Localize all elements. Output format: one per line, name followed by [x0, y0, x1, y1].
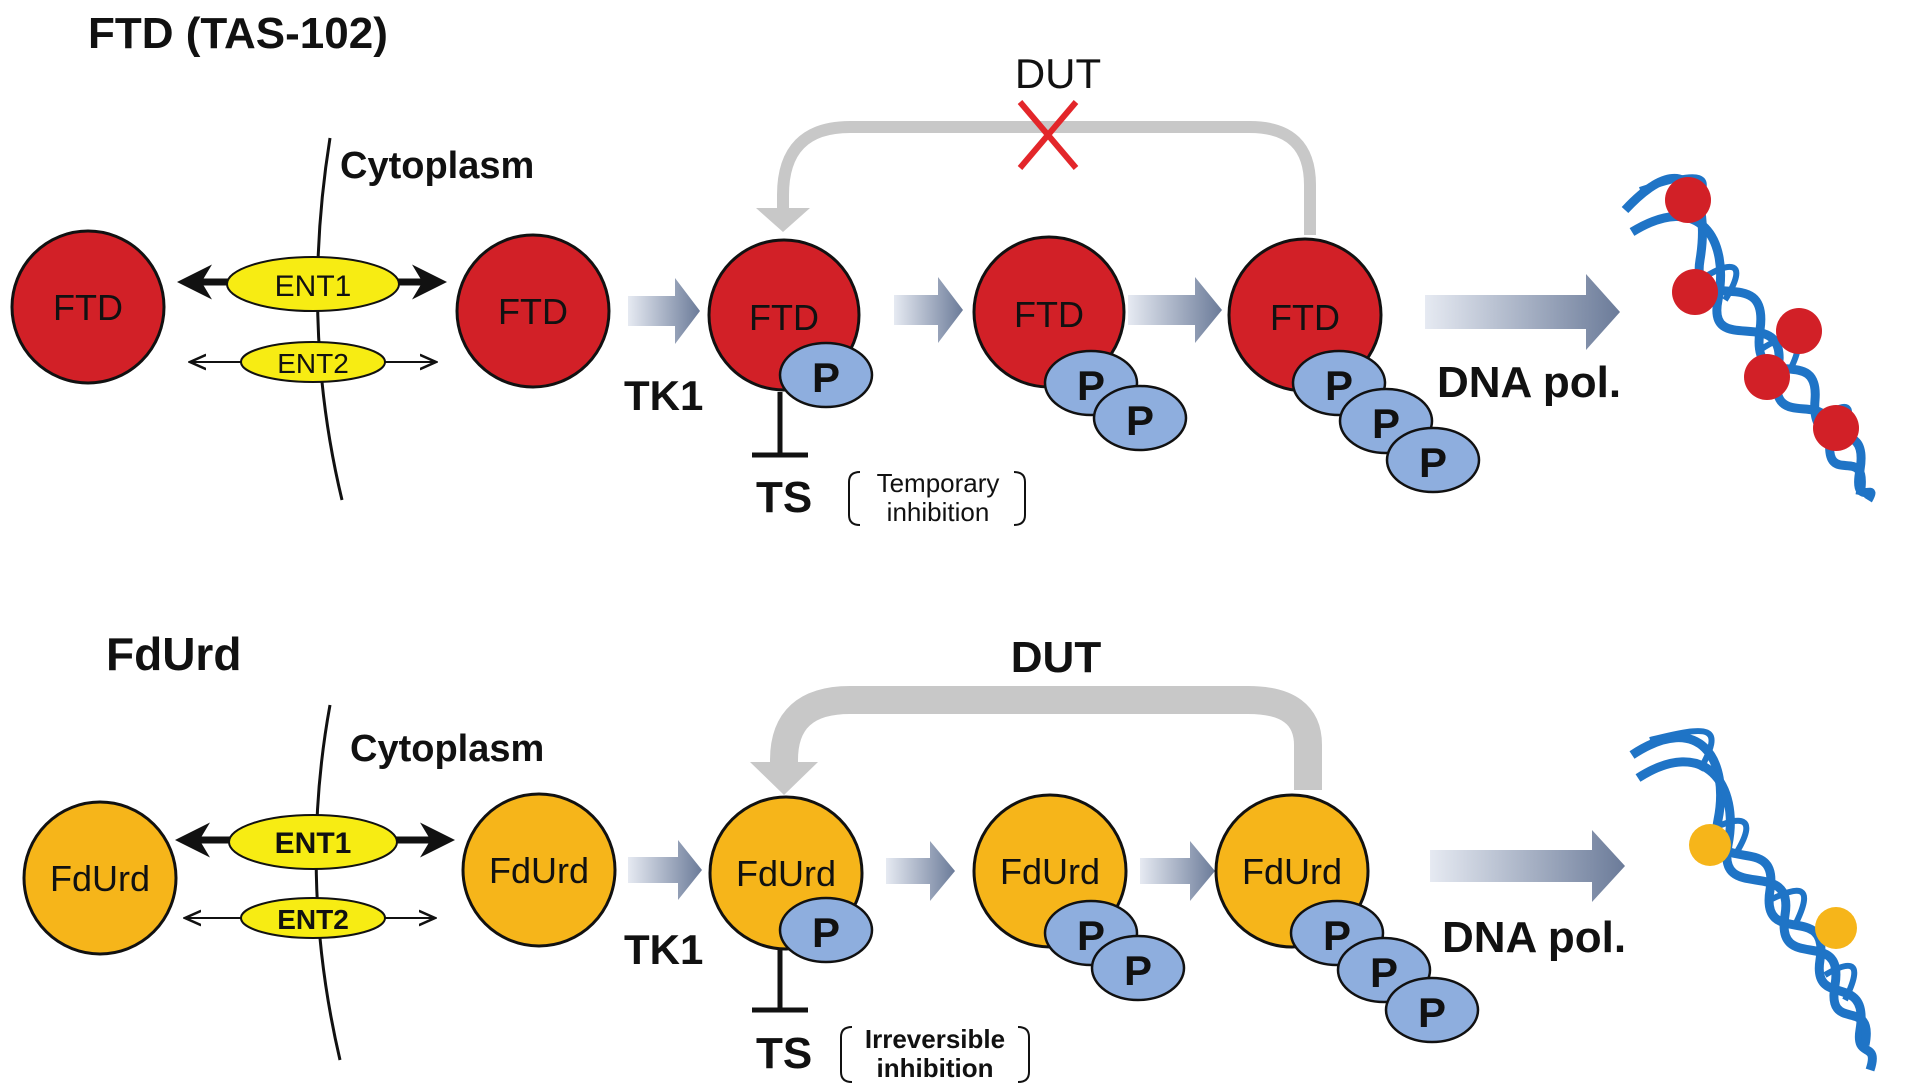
dut-feedback-arrowhead: [756, 208, 810, 232]
ts-note-line2: inhibition: [887, 497, 990, 527]
incorporated-ftd-mark: [1813, 405, 1859, 451]
phosphate-group: [1384, 976, 1480, 1044]
ent2-label: ENT2: [277, 348, 349, 379]
arrow-uptake-to-tk1: [628, 278, 700, 344]
fdurd-extracellular: [22, 800, 178, 956]
panel-fdurd: FdUrd DUT Cytoplasm FdUrd ENT1 ENT2 FdUr…: [22, 628, 1877, 1083]
panel-title: FTD (TAS-102): [88, 9, 388, 58]
dna-helix: [1629, 728, 1877, 1072]
dna-helix: [1621, 174, 1876, 503]
incorporated-ftd-mark: [1672, 269, 1718, 315]
compound-label: FdUrd: [50, 858, 150, 899]
ent1-label: ENT1: [275, 827, 352, 860]
panel-ftd: FTD (TAS-102) DUT Cytoplasm FTD ENT1 ENT…: [10, 9, 1876, 527]
ent1-transporter: [226, 256, 400, 312]
compound-label: FdUrd: [489, 850, 589, 891]
arrow-uptake-to-tk1: [628, 840, 702, 900]
arrow-dp-to-tp: [1128, 277, 1222, 343]
ent1-label: ENT1: [275, 270, 352, 303]
incorporated-ftd-mark: [1665, 177, 1711, 223]
compound-label: FdUrd: [1242, 851, 1342, 892]
compound-label: FdUrd: [1000, 851, 1100, 892]
phosphate-label: P: [1124, 947, 1152, 994]
dut-label: DUT: [1011, 633, 1102, 682]
dut-feedback-arrow: [777, 121, 1316, 235]
phosphate-group: [1385, 426, 1481, 494]
arrow-dna-incorporation: [1425, 274, 1620, 350]
dut-label: DUT: [1015, 50, 1101, 97]
incorporated-fdurd-mark: [1815, 907, 1857, 949]
arrow-dna-incorporation: [1430, 830, 1625, 902]
cytoplasm-label: Cytoplasm: [340, 145, 534, 187]
phosphate-label: P: [812, 354, 840, 401]
dut-feedback-arrowhead: [750, 762, 818, 795]
ts-note-line1: Irreversible: [865, 1024, 1005, 1054]
ent2-transporter: [240, 341, 386, 383]
bracket-right: [1013, 471, 1026, 526]
phosphate-label: P: [812, 909, 840, 956]
ftd-intracellular: [455, 233, 611, 389]
kinase-label: TK1: [624, 372, 703, 419]
incorporated-ftd-mark: [1744, 354, 1790, 400]
ftd-extracellular: [10, 229, 166, 385]
cell-membrane: [316, 137, 344, 501]
ent1-transporter: [228, 814, 398, 870]
ent2-transporter: [240, 897, 386, 939]
polymerase-label: DNA pol.: [1442, 913, 1626, 962]
phosphate-group: [778, 896, 874, 964]
arrow-mp-to-dp: [894, 277, 963, 343]
compound-label: FTD: [53, 287, 123, 328]
ts-label: TS: [756, 1029, 812, 1078]
ts-note-line2: inhibition: [877, 1053, 994, 1083]
phosphate-label: P: [1418, 989, 1446, 1036]
phosphate-label: P: [1126, 397, 1154, 444]
bracket-left: [840, 1026, 853, 1083]
arrow-mp-to-dp: [886, 841, 955, 901]
compound-label: FdUrd: [736, 853, 836, 894]
phosphate-label: P: [1419, 439, 1447, 486]
incorporated-fdurd-mark: [1689, 824, 1731, 866]
ent2-label: ENT2: [277, 904, 349, 935]
dut-blocked-cross-icon: [1017, 100, 1079, 170]
fdurd-intracellular: [461, 792, 617, 948]
bracket-left: [848, 471, 861, 526]
cell-membrane: [314, 704, 342, 1061]
compound-label: FTD: [1270, 297, 1340, 338]
compound-label: FTD: [498, 291, 568, 332]
bracket-right: [1017, 1026, 1030, 1083]
phosphate-group: [778, 341, 874, 409]
polymerase-label: DNA pol.: [1437, 358, 1621, 407]
kinase-label: TK1: [624, 926, 703, 973]
panel-title: FdUrd: [106, 628, 241, 680]
arrow-dp-to-tp: [1140, 841, 1215, 901]
phosphate-group: [1090, 934, 1186, 1002]
incorporated-ftd-mark: [1776, 308, 1822, 354]
ts-label: TS: [756, 473, 812, 522]
phosphate-label: P: [1370, 949, 1398, 996]
dut-feedback-arrow: [770, 686, 1322, 790]
compound-label: FTD: [749, 297, 819, 338]
phosphate-group: [1092, 384, 1188, 452]
ts-note-line1: Temporary: [877, 468, 1000, 498]
cytoplasm-label: Cytoplasm: [350, 728, 544, 770]
compound-label: FTD: [1014, 294, 1084, 335]
phosphate-label: P: [1372, 400, 1400, 447]
